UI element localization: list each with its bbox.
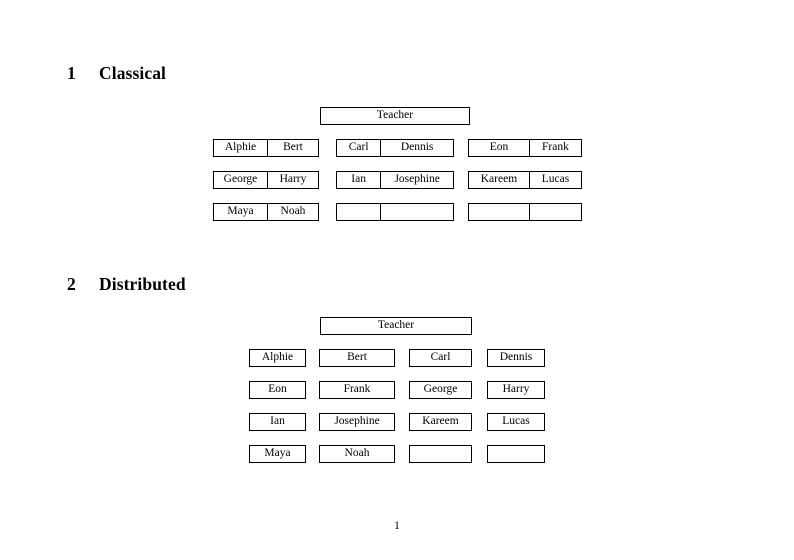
student-cell: George xyxy=(223,173,258,186)
distributed-box[interactable]: Lucas xyxy=(487,413,545,431)
student-cell: Ian xyxy=(270,415,285,428)
student-cell-empty xyxy=(528,204,581,220)
distributed-box[interactable]: George xyxy=(409,381,472,399)
student-cell: Lucas xyxy=(528,172,581,188)
distributed-box[interactable]: Harry xyxy=(487,381,545,399)
page-number: 1 xyxy=(394,520,400,532)
student-cell: Alphie xyxy=(224,141,257,154)
student-cell: Noah xyxy=(266,204,318,220)
student-cell: George xyxy=(423,383,458,396)
distributed-box-empty[interactable] xyxy=(409,445,472,463)
distributed-box[interactable]: Ian xyxy=(249,413,306,431)
student-cell-empty xyxy=(410,446,471,462)
classical-group-middle-row-1[interactable]: Carl Dennis xyxy=(336,139,454,157)
classical-group-right-row-1[interactable]: Eon Frank xyxy=(468,139,582,157)
student-cell: Carl xyxy=(348,141,369,154)
student-cell-empty xyxy=(488,446,544,462)
teacher-label: Teacher xyxy=(376,109,414,122)
student-cell: Alphie xyxy=(261,351,294,364)
distributed-box[interactable]: Noah xyxy=(319,445,395,463)
classical-group-left-row-2[interactable]: George Harry xyxy=(213,171,319,189)
section-title: Distributed xyxy=(99,274,186,294)
section-number: 2 xyxy=(67,274,76,294)
distributed-box[interactable]: Frank xyxy=(319,381,395,399)
student-cell: Maya xyxy=(264,447,291,460)
student-cell: Harry xyxy=(266,172,318,188)
student-cell: Carl xyxy=(430,351,451,364)
section-heading-distributed: 2 Distributed xyxy=(67,274,186,294)
distributed-box[interactable]: Josephine xyxy=(319,413,395,431)
student-cell-empty xyxy=(337,204,380,220)
classical-teacher-box[interactable]: Teacher xyxy=(320,107,470,125)
student-cell: Harry xyxy=(502,383,530,396)
student-cell: Kareem xyxy=(422,415,459,428)
distributed-box[interactable]: Bert xyxy=(319,349,395,367)
student-cell: Frank xyxy=(343,383,371,396)
classical-group-right-row-2[interactable]: Kareem Lucas xyxy=(468,171,582,189)
section-heading-classical: 1 Classical xyxy=(67,63,167,83)
student-cell: Maya xyxy=(227,205,254,218)
student-cell: Eon xyxy=(489,141,509,154)
student-cell-empty xyxy=(469,204,529,220)
section-title: Classical xyxy=(99,63,167,83)
student-cell-empty xyxy=(380,204,453,220)
distributed-box[interactable]: Alphie xyxy=(249,349,306,367)
distributed-box[interactable]: Maya xyxy=(249,445,306,463)
teacher-label: Teacher xyxy=(377,319,415,332)
student-cell: Ian xyxy=(351,173,366,186)
student-cell: Eon xyxy=(268,383,287,396)
distributed-box[interactable]: Carl xyxy=(409,349,472,367)
classical-group-right-row-3-empty[interactable] xyxy=(468,203,582,221)
distributed-box[interactable]: Dennis xyxy=(487,349,545,367)
student-cell: Bert xyxy=(347,351,367,364)
classical-group-middle-row-2[interactable]: Ian Josephine xyxy=(336,171,454,189)
classical-group-left-row-1[interactable]: Alphie Bert xyxy=(213,139,319,157)
distributed-box-empty[interactable] xyxy=(487,445,545,463)
student-cell: Josephine xyxy=(380,172,453,188)
distributed-box[interactable]: Eon xyxy=(249,381,306,399)
student-cell: Dennis xyxy=(499,351,533,364)
section-number: 1 xyxy=(67,63,76,83)
student-cell: Kareem xyxy=(480,173,518,186)
student-cell: Josephine xyxy=(334,415,380,428)
classical-group-middle-row-3-empty[interactable] xyxy=(336,203,454,221)
distributed-box[interactable]: Kareem xyxy=(409,413,472,431)
distributed-teacher-box[interactable]: Teacher xyxy=(320,317,472,335)
student-cell: Frank xyxy=(528,140,581,156)
student-cell: Noah xyxy=(344,447,370,460)
student-cell: Dennis xyxy=(380,140,453,156)
student-cell: Bert xyxy=(266,140,318,156)
classical-group-left-row-3[interactable]: Maya Noah xyxy=(213,203,319,221)
student-cell: Lucas xyxy=(502,415,530,428)
